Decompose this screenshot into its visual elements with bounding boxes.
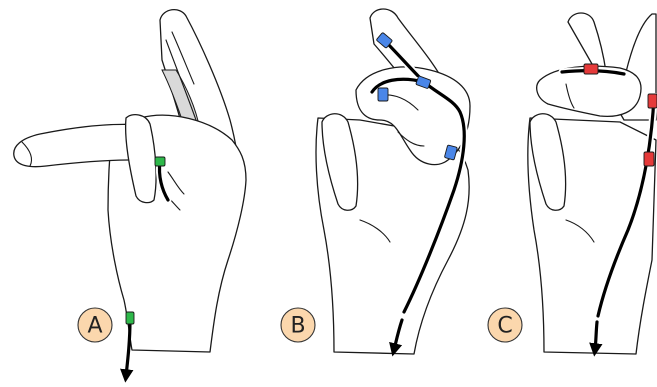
panel-b-sensor-3 — [378, 88, 388, 101]
panel-a-lead-wire — [126, 320, 130, 376]
panel-a — [14, 10, 246, 376]
panel-c-sensor-1 — [584, 64, 598, 74]
panel-c-sensor-3 — [644, 152, 654, 166]
panel-c — [528, 13, 657, 354]
badge-a: A — [78, 308, 112, 342]
badge-c: C — [488, 308, 522, 342]
badge-b-label: B — [290, 314, 305, 339]
panel-a-sensor-top — [155, 157, 165, 166]
badge-a-label: A — [87, 314, 102, 339]
badge-b: B — [281, 308, 315, 342]
panel-a-sensor-wrist — [126, 312, 134, 324]
badge-c-label: C — [497, 314, 512, 339]
panel-c-sensor-2 — [648, 94, 657, 108]
panel-b — [316, 9, 470, 354]
panel-c-lead-wire — [595, 322, 597, 350]
